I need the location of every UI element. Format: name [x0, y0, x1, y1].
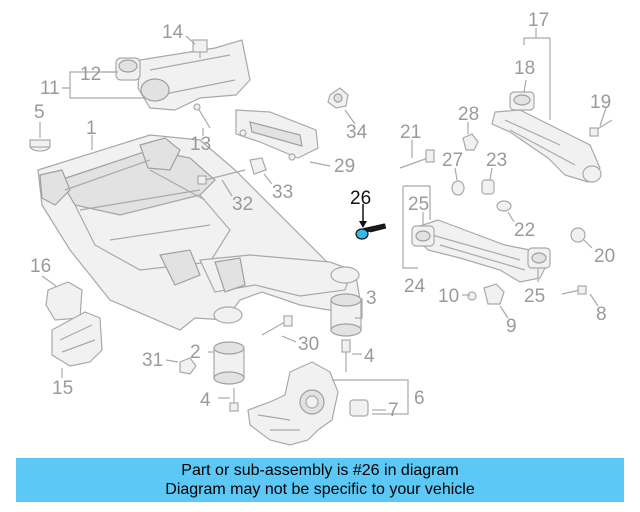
callout-14: 14 [162, 22, 184, 43]
callout-18: 18 [514, 58, 535, 79]
callout-27: 27 [442, 150, 463, 171]
callout-12: 12 [80, 64, 101, 85]
callout-16: 16 [30, 256, 51, 277]
callout-13: 13 [190, 134, 211, 155]
callout-8: 8 [596, 304, 607, 325]
callout-2: 2 [190, 342, 201, 363]
callout-25-left: 25 [408, 194, 429, 215]
banner-line-disclaimer: Diagram may not be specific to your vehi… [165, 481, 475, 498]
callout-15: 15 [52, 378, 73, 399]
callout-33: 33 [272, 182, 293, 203]
callout-3: 3 [366, 288, 377, 309]
bolt-32-illustration [197, 157, 267, 185]
callout-28: 28 [458, 104, 479, 125]
bolts-illustration [179, 315, 351, 412]
callout-23: 23 [486, 150, 507, 171]
leader-lines [39, 28, 607, 415]
callout-20: 20 [594, 246, 615, 267]
callout-21: 21 [400, 122, 421, 143]
nut-34-illustration [327, 87, 349, 109]
callout-4-upper: 4 [364, 346, 375, 367]
callout-10: 10 [438, 286, 459, 307]
lower-link-illustration [411, 219, 587, 305]
callout-34: 34 [346, 122, 368, 143]
callout-17: 17 [528, 10, 549, 31]
callout-1: 1 [86, 118, 97, 139]
knuckle-illustration [247, 361, 369, 446]
banner-line-part: Part or sub-assembly is #26 in diagram [181, 462, 459, 479]
callout-9: 9 [506, 316, 517, 337]
callout-32: 32 [232, 194, 253, 215]
callout-24: 24 [404, 276, 426, 297]
callout-30: 30 [298, 334, 319, 355]
callout-7: 7 [388, 400, 399, 421]
subframe-illustration [37, 134, 362, 385]
lateral-link-illustration [235, 109, 319, 161]
callout-26-highlighted: 26 [350, 188, 371, 209]
upper-link-illustration [399, 91, 613, 212]
nut-5-illustration [29, 139, 51, 152]
trailing-arm-illustration [115, 39, 251, 129]
callout-25-right: 25 [524, 286, 545, 307]
callout-19: 19 [590, 92, 611, 113]
bracket-illustration [45, 281, 103, 367]
callout-labels: 1 2 3 4 4 5 6 7 8 9 10 11 12 13 14 15 16… [30, 10, 615, 421]
callout-22: 22 [514, 220, 535, 241]
callout-6: 6 [414, 388, 425, 409]
info-banner: Part or sub-assembly is #26 in diagram D… [16, 458, 624, 502]
callout-4-lower: 4 [200, 390, 211, 411]
callout-31: 31 [142, 350, 163, 371]
bolt-26-illustration [355, 204, 387, 240]
callout-11: 11 [40, 78, 60, 99]
callout-29: 29 [334, 156, 355, 177]
callout-5: 5 [34, 102, 45, 123]
